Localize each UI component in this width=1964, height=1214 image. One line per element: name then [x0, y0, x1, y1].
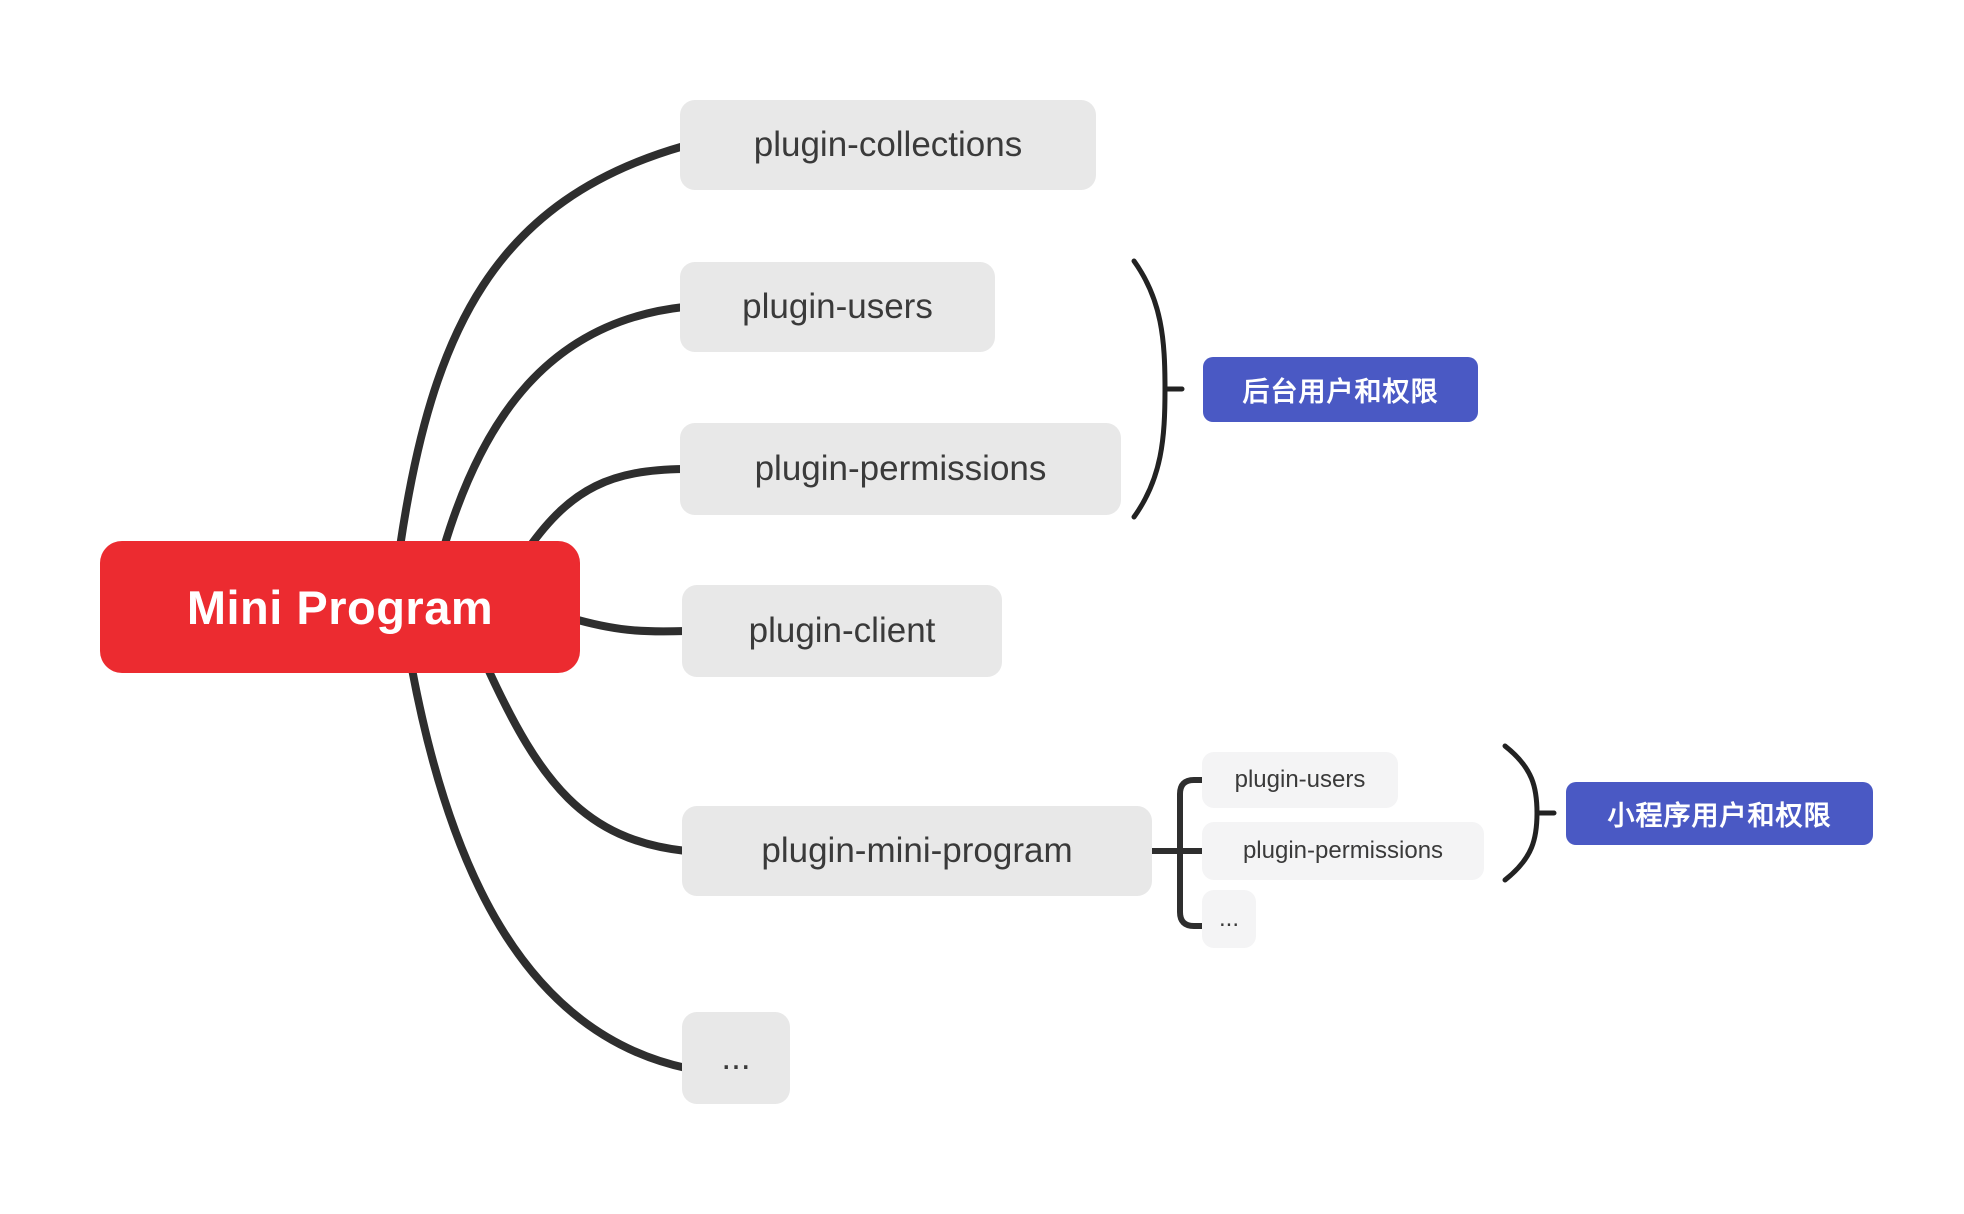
node-ellipsis[interactable]: ...: [682, 1012, 790, 1104]
brace-backend-group: [1131, 258, 1168, 520]
branch-curve-users: [440, 303, 688, 551]
child-connector-mp-users: [1177, 777, 1205, 854]
callout-miniprogram-users-permissions[interactable]: 小程序用户和权限: [1566, 782, 1873, 845]
child-connector-mp-more: [1177, 848, 1205, 929]
node-plugin-client[interactable]: plugin-client: [682, 585, 1002, 677]
brace-miniapp-group: [1502, 743, 1540, 883]
node-plugin-users[interactable]: plugin-users: [680, 262, 995, 352]
callout-backend-users-permissions[interactable]: 后台用户和权限: [1203, 357, 1478, 422]
node-plugin-permissions[interactable]: plugin-permissions: [680, 423, 1121, 515]
branch-curve-mini-program: [484, 665, 690, 855]
node-plugin-mini-program[interactable]: plugin-mini-program: [682, 806, 1152, 896]
subnode-ellipsis[interactable]: ...: [1202, 890, 1256, 948]
branch-curve-permissions: [524, 465, 688, 553]
subnode-plugin-users[interactable]: plugin-users: [1202, 752, 1398, 808]
branch-curve-collections: [396, 142, 688, 551]
branch-curve-more: [408, 665, 690, 1072]
root-node-mini-program[interactable]: Mini Program: [100, 541, 580, 673]
branch-curve-client: [574, 616, 690, 636]
subnode-plugin-permissions[interactable]: plugin-permissions: [1202, 822, 1484, 880]
node-plugin-collections[interactable]: plugin-collections: [680, 100, 1096, 190]
